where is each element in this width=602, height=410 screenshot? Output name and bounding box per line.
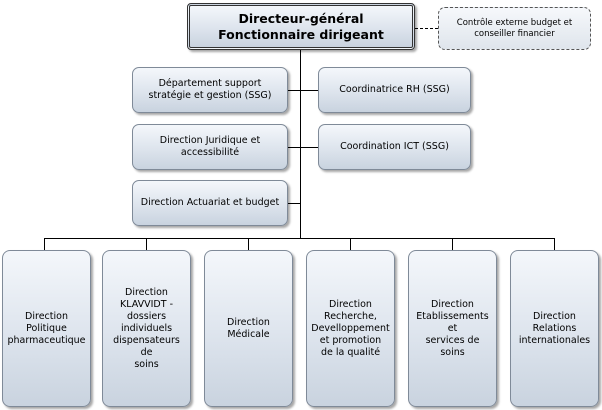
drop-6 [554, 238, 555, 250]
connector-juridique [288, 147, 318, 148]
direction-label-4: Direction Recherche, Develloppement et p… [311, 298, 390, 358]
external-control-box: Contrôle externe budget et conseiller fi… [438, 7, 591, 50]
direction-label-3: Direction Médicale [227, 316, 270, 340]
direction-box-2: Direction KLAVVIDT - dossiers individuel… [102, 250, 191, 407]
direction-box-3: Direction Médicale [204, 250, 293, 407]
direction-box-4: Direction Recherche, Develloppement et p… [306, 250, 395, 407]
director-general-subtitle: Fonctionnaire dirigeant [218, 26, 384, 42]
external-control-label: Contrôle externe budget et conseiller fi… [456, 17, 573, 39]
drop-4 [350, 238, 351, 250]
ict-coordination-label: Coordination ICT (SSG) [340, 141, 449, 152]
support-department-label: Département support stratégie et gestion… [148, 78, 272, 101]
actuarial-direction-box: Direction Actuariat et budget [132, 180, 288, 226]
legal-direction-label: Direction Juridique et accessibilité [159, 135, 261, 158]
actuarial-direction-label: Direction Actuariat et budget [140, 197, 280, 208]
direction-box-5: Direction Etablissements et services de … [408, 250, 497, 407]
direction-label-1: Direction Politique pharmaceutique [7, 310, 86, 346]
direction-label-2: Direction KLAVVIDT - dossiers individuel… [113, 286, 180, 370]
drop-5 [452, 238, 453, 250]
main-vertical-connector [300, 47, 301, 238]
support-department-box: Département support stratégie et gestion… [132, 67, 288, 113]
director-general-box: Directeur-général Fonctionnaire dirigean… [187, 3, 415, 50]
connector-actuariat [288, 203, 301, 204]
director-general-title: Directeur-général [238, 10, 364, 26]
ict-coordination-box: Coordination ICT (SSG) [318, 124, 471, 170]
direction-box-1: Direction Politique pharmaceutique [2, 250, 91, 407]
drop-3 [248, 238, 249, 250]
drop-2 [146, 238, 147, 250]
hr-coordinator-box: Coordinatrice RH (SSG) [318, 67, 471, 113]
external-connector [415, 28, 438, 29]
direction-box-6: Direction Relations internationales [510, 250, 599, 407]
direction-label-5: Direction Etablissements et services de … [416, 298, 489, 358]
legal-direction-box: Direction Juridique et accessibilité [132, 124, 288, 170]
connector-support [288, 90, 318, 91]
hr-coordinator-label: Coordinatrice RH (SSG) [339, 84, 450, 95]
direction-label-6: Direction Relations internationales [518, 310, 591, 346]
horizontal-bus [44, 238, 555, 239]
drop-1 [44, 238, 45, 250]
